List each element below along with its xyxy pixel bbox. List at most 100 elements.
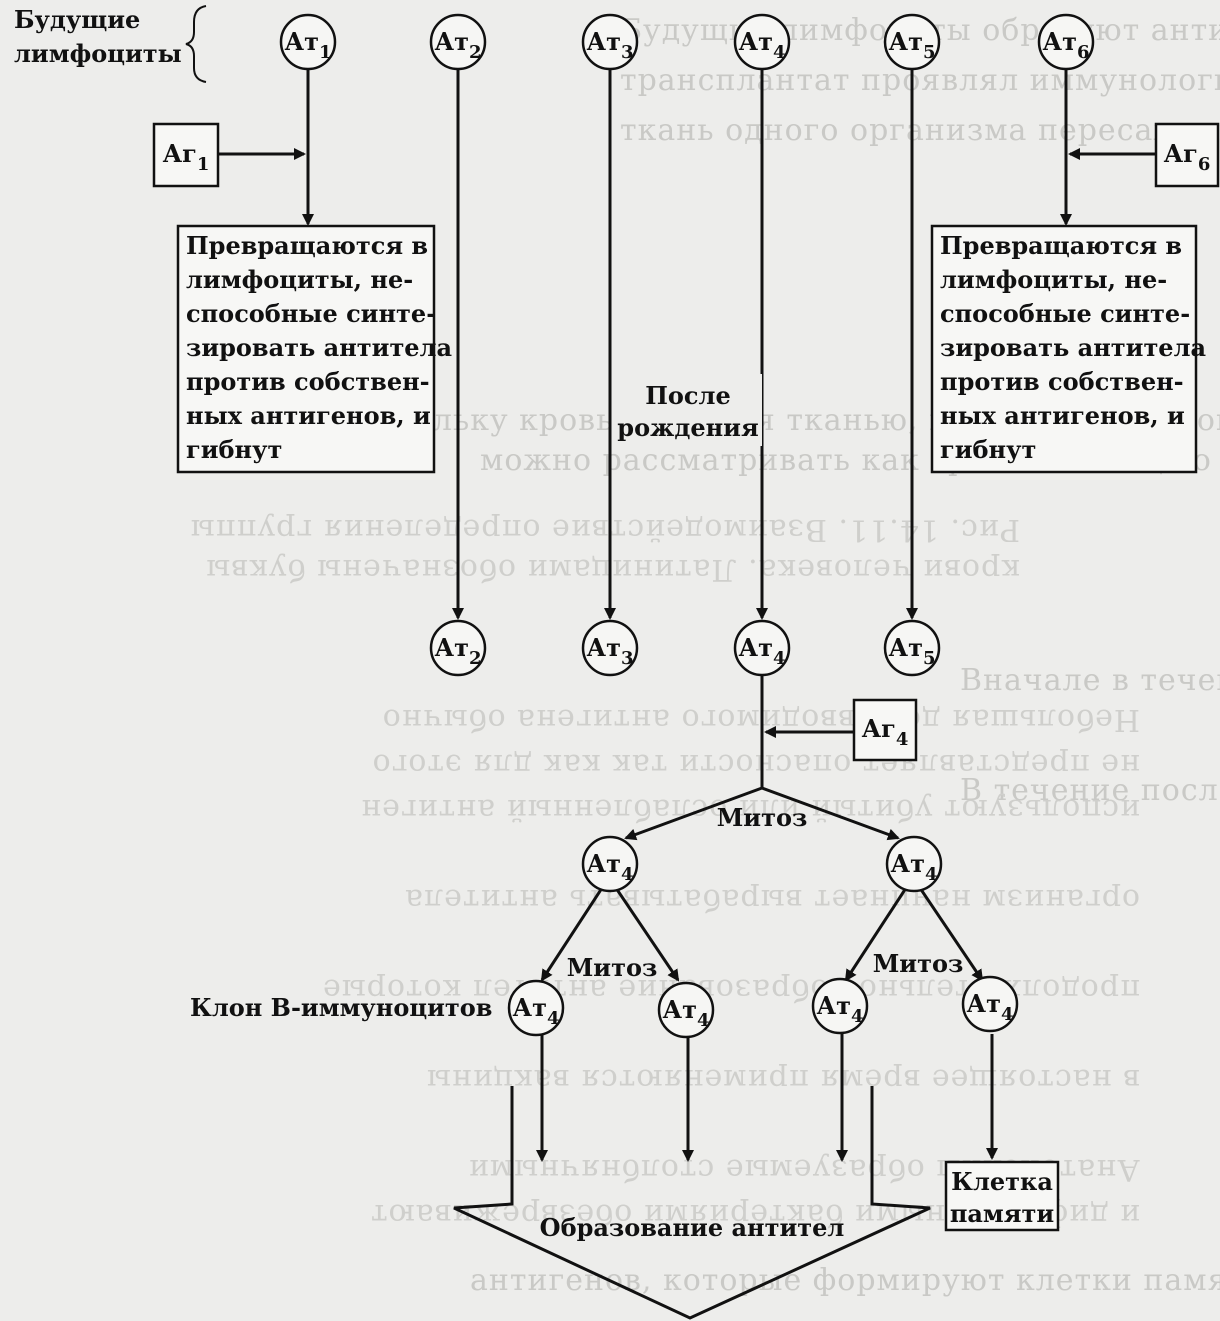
bg-mirror-line: Рис. 14.11. Взаимодействие определения г… (190, 512, 1020, 547)
antibody-formation-label: Образование антител (540, 1213, 845, 1242)
node-at2-bottom: Ат2 (429, 619, 487, 677)
svg-text:Ат5: Ат5 (889, 27, 936, 63)
at4-subscript: 4 (773, 42, 786, 63)
ag1-subscript: 1 (197, 154, 210, 175)
ag4-subscript: 4 (896, 729, 909, 750)
box-right-line: способные синте- (940, 299, 1190, 328)
at5b-subscript: 5 (923, 648, 936, 669)
at5-label: Ат (889, 27, 923, 56)
mitosis-label: Митоз (717, 803, 808, 832)
mitosis-label: Митоз (873, 949, 964, 978)
antigen-ag1: Аг1 (152, 122, 220, 188)
mitosis-label: Митоз (567, 953, 658, 982)
at4dl-subscript: 4 (621, 864, 634, 885)
node-at1: Ат1 (279, 13, 337, 71)
edge-mitosis2-rr (918, 887, 984, 982)
at2b-subscript: 2 (469, 648, 482, 669)
memory-cell-label: памяти (950, 1199, 1054, 1228)
at2-label: Ат (435, 27, 469, 56)
edge-mitosis-right (761, 786, 900, 841)
bg-line: Вначале в течение первых дней трансплант… (960, 663, 1220, 698)
at4dr-subscript: 4 (925, 864, 938, 885)
box-right-line: зировать антитела (940, 333, 1206, 362)
node-clone-3: Ат4 (811, 977, 869, 1035)
at6-label: Ат (1043, 27, 1077, 56)
node-at3-bottom: Ат3 (581, 619, 639, 677)
at6-subscript: 6 (1077, 42, 1090, 63)
box-left-line: способные синте- (186, 299, 436, 328)
ag1-label: Аг (163, 139, 197, 168)
antibody-funnel (453, 1086, 931, 1320)
bg-mirror-line: используют убитый или ослабленный антиге… (360, 792, 1140, 827)
at3-label: Ат (587, 27, 621, 56)
node-at4-daughter-left: Ат4 (581, 835, 639, 893)
svg-text:Ат4: Ат4 (513, 993, 560, 1029)
box-self-antigen-right: Превращаются в лимфоциты, не- способные … (930, 224, 1206, 474)
box-right-line: гибнут (940, 435, 1036, 464)
after-birth-label: После (645, 381, 730, 410)
at2b-label: Ат (435, 633, 469, 662)
antigen-ag6: Аг6 (1154, 122, 1220, 188)
svg-text:Ат4: Ат4 (739, 27, 786, 63)
box-right-line: против собствен- (940, 367, 1184, 396)
bg-mirror-line: не представляет опасности так как для эт… (372, 747, 1140, 782)
clone-label: Клон В-иммуноцитов (190, 993, 492, 1022)
at4dr-label: Ат (891, 849, 925, 878)
node-clone-2: Ат4 (657, 981, 715, 1039)
box-right-line: ных антигенов, и (940, 401, 1185, 430)
svg-text:Аг4: Аг4 (862, 714, 909, 750)
bg-line: В течение последующих дней число лимфоци… (960, 773, 1220, 808)
box-left-line: лимфоциты, не- (186, 265, 413, 294)
box-left-line: ных антигенов, и (186, 401, 431, 430)
node-at4-daughter-right: Ат4 (885, 835, 943, 893)
node-clone-4: Ат4 (961, 975, 1019, 1033)
ag6-label: Аг (1164, 139, 1198, 168)
at5-subscript: 5 (923, 42, 936, 63)
box-right-line: лимфоциты, не- (940, 265, 1167, 294)
node-at3-top: Ат3 (581, 13, 639, 71)
bg-mirror-line: в настоящее время применяются вакцины (426, 1062, 1140, 1097)
box-left-line: зировать антитела (186, 333, 452, 362)
edge-mitosis-left (624, 786, 763, 841)
at5b-label: Ат (889, 633, 923, 662)
clone4-label: Ат (967, 989, 1001, 1018)
node-at6: Ат6 (1037, 13, 1095, 71)
svg-text:Ат4: Ат4 (663, 995, 710, 1031)
clone4-subscript: 4 (1001, 1004, 1014, 1025)
box-right-line: Превращаются в (940, 231, 1182, 260)
svg-text:Ат4: Ат4 (967, 989, 1014, 1025)
node-at5-top: Ат5 (883, 13, 941, 71)
at1-label: Ат (285, 27, 319, 56)
edge-mitosis2-rl (844, 887, 908, 982)
node-at4-bottom: Ат4 (733, 619, 791, 677)
node-at4-top: Ат4 (733, 13, 791, 71)
clone2-label: Ат (663, 995, 697, 1024)
clone2-subscript: 4 (697, 1010, 710, 1031)
at4b-subscript: 4 (773, 648, 786, 669)
clone3-label: Ат (817, 991, 851, 1020)
node-at5-bottom: Ат5 (883, 619, 941, 677)
ag6-subscript: 6 (1198, 154, 1211, 175)
box-left-line: Превращаются в (186, 231, 428, 260)
edge-mitosis2-lr (614, 887, 680, 982)
bg-line: ткань одного организма пересажена на тот… (620, 113, 1220, 148)
clone1-subscript: 4 (547, 1008, 560, 1029)
svg-text:Ат4: Ат4 (891, 849, 938, 885)
svg-text:Ат1: Ат1 (285, 27, 332, 63)
edges (218, 66, 1156, 1320)
at4b-label: Ат (739, 633, 773, 662)
svg-text:Ат6: Ат6 (1043, 27, 1090, 63)
svg-text:Аг6: Аг6 (1164, 139, 1211, 175)
after-birth-label: рождения (617, 413, 758, 442)
svg-text:Аг1: Аг1 (163, 139, 210, 175)
at4dl-label: Ат (587, 849, 621, 878)
node-at2-top: Ат2 (429, 13, 487, 71)
svg-text:Ат3: Ат3 (587, 633, 634, 669)
memory-cell-label: Клетка (951, 1167, 1053, 1196)
bg-line: антигенов, которые формируют клетки памя… (470, 1263, 1220, 1298)
at3-subscript: 3 (621, 42, 634, 63)
bg-mirror-line: крови человека. Латиницами обозначены бу… (205, 552, 1020, 587)
svg-text:Ат2: Ат2 (435, 633, 482, 669)
clone3-subscript: 4 (851, 1006, 864, 1027)
antigen-ag4: Аг4 (852, 698, 918, 762)
